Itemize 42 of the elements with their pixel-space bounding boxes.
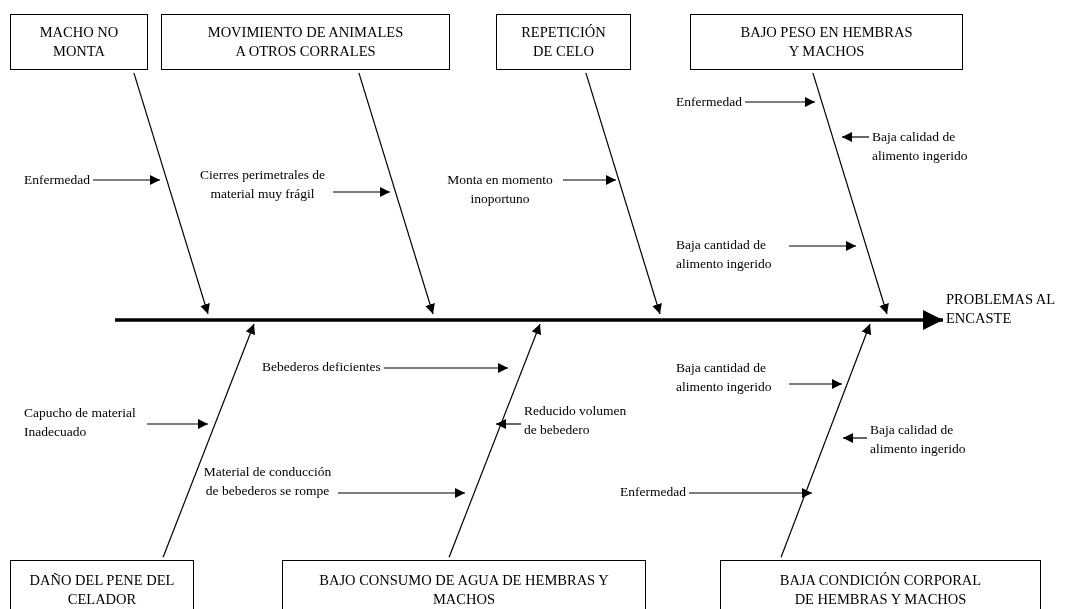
arrow	[562, 175, 617, 185]
category-box: BAJO CONSUMO DE AGUA DE HEMBRAS Y MACHOS	[282, 560, 646, 609]
bone-arrow	[133, 72, 210, 315]
bone-arrow	[812, 72, 889, 315]
cause-label: Enfermedad	[676, 92, 742, 111]
arrow	[842, 433, 868, 443]
bone-arrow	[585, 72, 662, 315]
cause-label: Cierres perimetrales de material muy frágil	[195, 165, 330, 203]
category-box: BAJO PESO EN HEMBRAS Y MACHOS	[690, 14, 963, 70]
arrow	[788, 379, 843, 389]
category-box: DAÑO DEL PENE DEL CELADOR	[10, 560, 194, 609]
arrow	[688, 488, 813, 498]
category-box: REPETICIÓN DE CELO	[496, 14, 631, 70]
cause-label: Baja cantidad de alimento ingerido	[676, 235, 786, 273]
spine-arrow	[115, 310, 943, 330]
cause-label: Reducido volumen de bebedero	[524, 401, 632, 439]
arrow	[146, 419, 209, 429]
arrow	[788, 241, 857, 251]
cause-label: Capucho de material Inadecuado	[24, 403, 144, 441]
arrow	[495, 419, 522, 429]
cause-label: Enfermedad	[24, 170, 90, 189]
cause-label: Baja cantidad de alimento ingerido	[676, 358, 786, 396]
cause-label: Baja calidad de alimento ingerido	[872, 127, 982, 165]
bone-arrow	[358, 72, 435, 315]
cause-label: Bebederos deficientes	[262, 357, 381, 376]
arrow	[337, 488, 466, 498]
cause-label: Material de conducción de bebederos se rompe	[200, 462, 335, 500]
bone-arrow	[448, 323, 542, 558]
cause-label: Baja calidad de alimento ingerido	[870, 420, 980, 458]
arrow	[92, 175, 161, 185]
bone-arrow	[780, 323, 872, 558]
category-box: MACHO NO MONTA	[10, 14, 148, 70]
effect-label: PROBLEMAS AL ENCASTE	[946, 290, 1070, 328]
cause-label: Monta en momento inoportuno	[440, 170, 560, 208]
arrow	[332, 187, 391, 197]
arrow	[383, 363, 509, 373]
bone-arrow	[162, 323, 256, 558]
arrow	[841, 132, 870, 142]
cause-label: Enfermedad	[620, 482, 686, 501]
category-box: BAJA CONDICIÓN CORPORAL DE HEMBRAS Y MACHOS	[720, 560, 1041, 609]
arrow	[744, 97, 816, 107]
category-box: MOVIMIENTO DE ANIMALES A OTROS CORRALES	[161, 14, 450, 70]
